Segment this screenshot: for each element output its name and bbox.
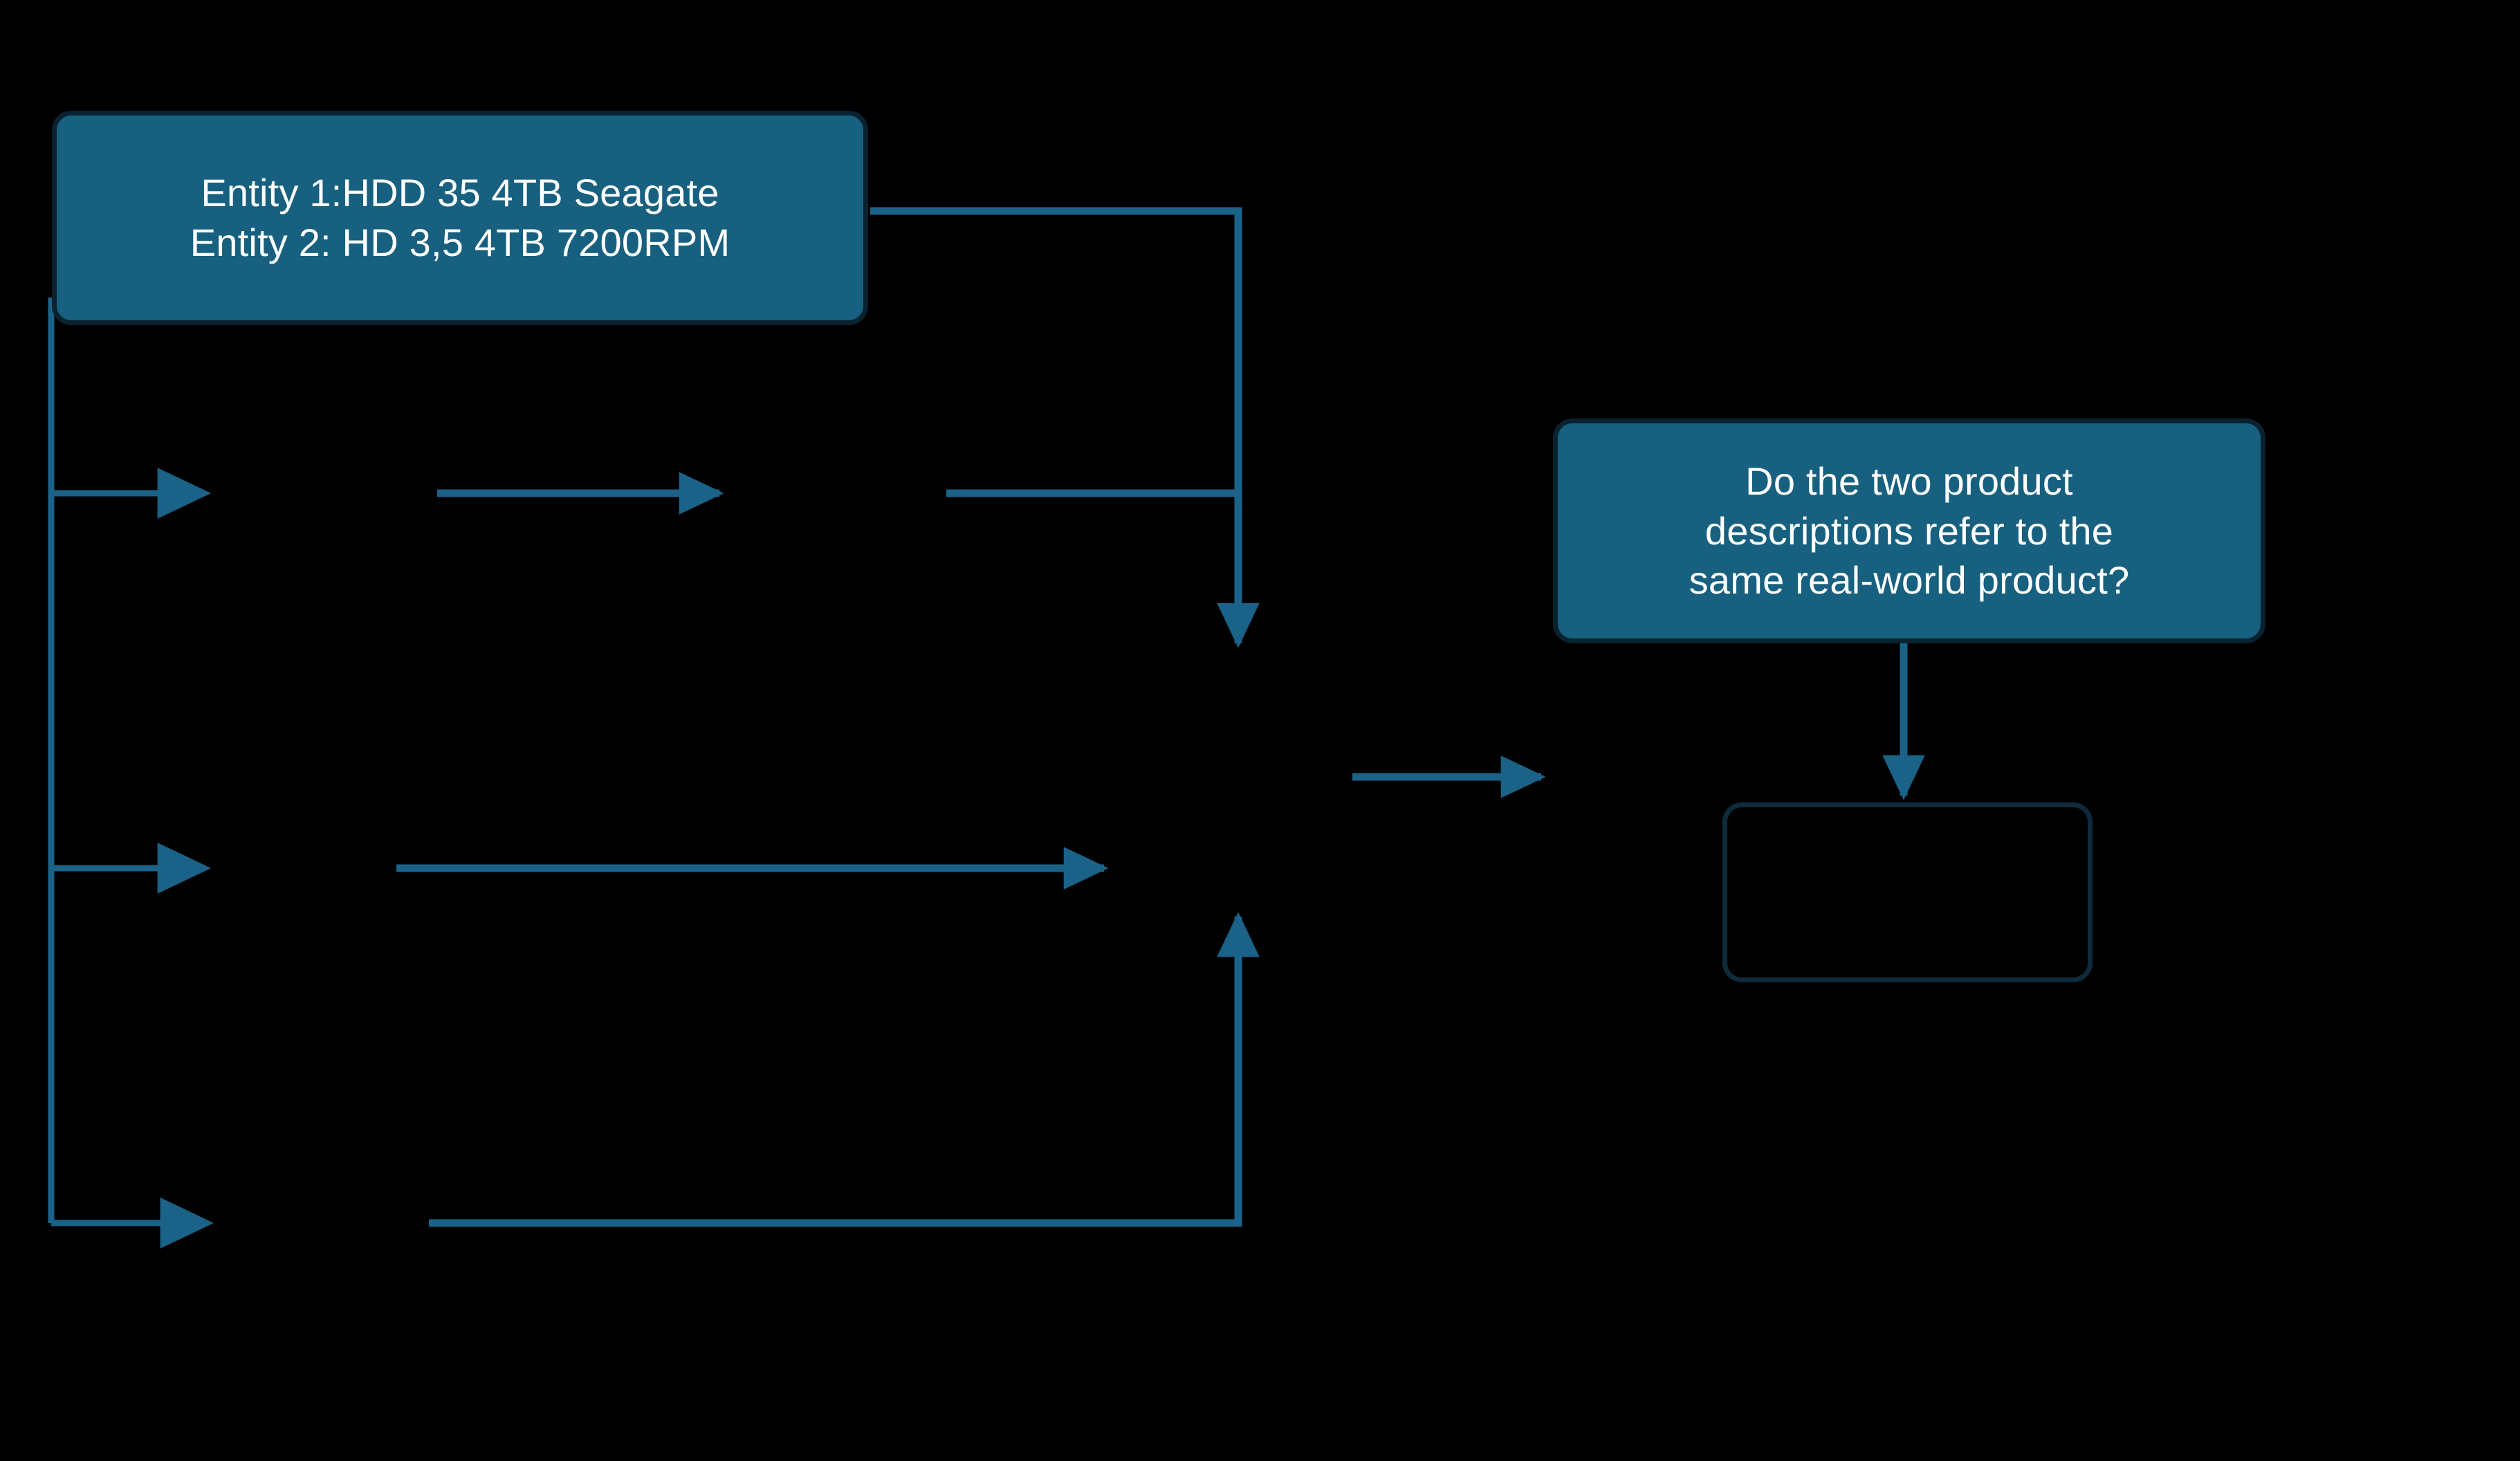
bottom-elbow-up-arrow	[429, 912, 1260, 1227]
question-node-text: Do the two product descriptions refer to…	[1689, 459, 2130, 603]
entity-top-elbow	[870, 207, 1260, 648]
entity-pair-node-text: Entity 1:HDD 35 4TB Seagate Entity 2: HD…	[190, 171, 730, 264]
answer-node[interactable]	[1722, 802, 2093, 982]
entity-pair-node[interactable]: Entity 1:HDD 35 4TB Seagate Entity 2: HD…	[52, 111, 868, 325]
question-node[interactable]: Do the two product descriptions refer to…	[1553, 419, 2265, 643]
